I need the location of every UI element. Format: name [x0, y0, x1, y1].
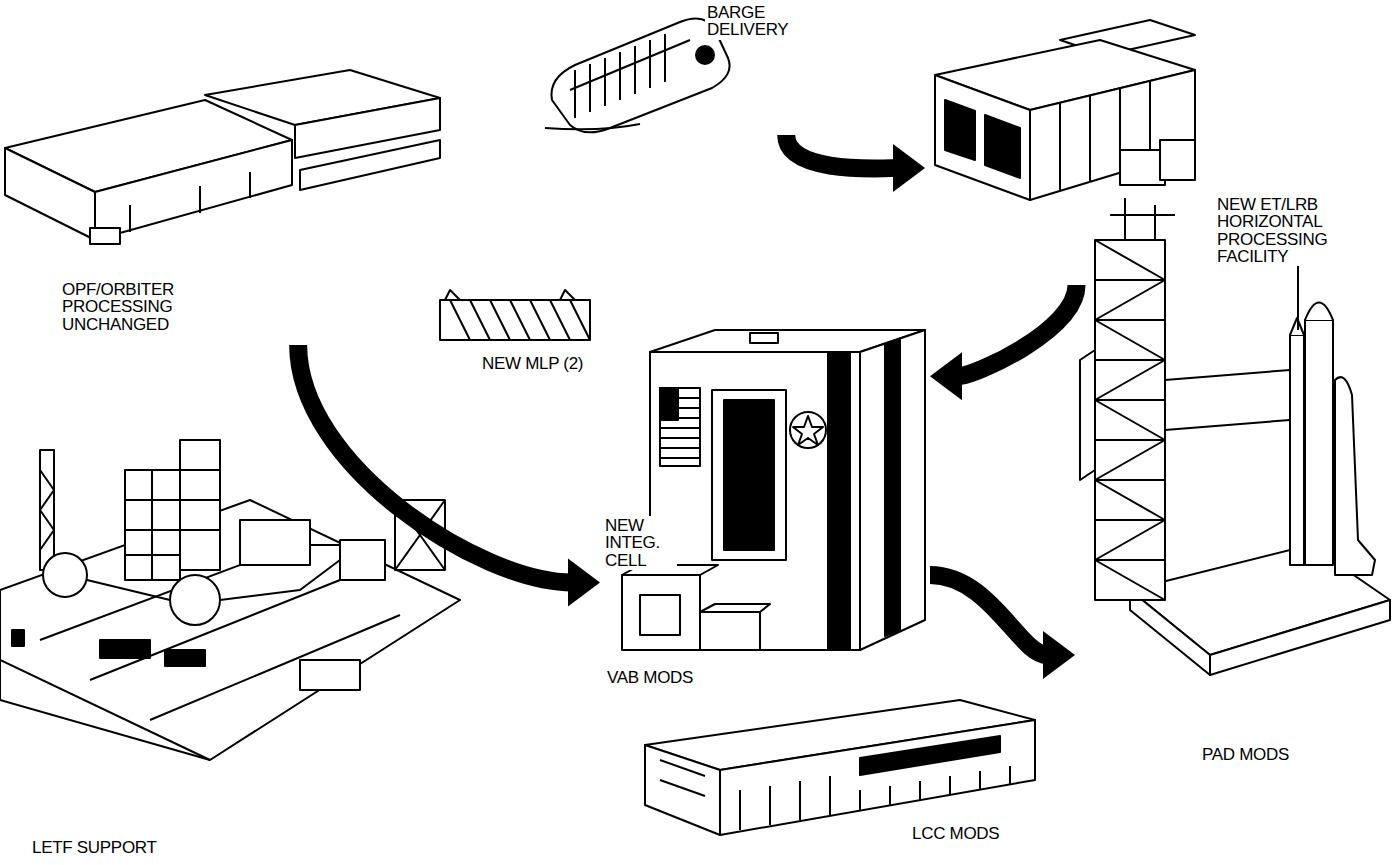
arrow-shaft: [958, 285, 1077, 376]
arrow-shaft: [930, 575, 1047, 655]
arrow-head: [1043, 631, 1075, 679]
facility-label: NEW MLP (2): [480, 354, 585, 373]
arrow-head: [568, 559, 600, 607]
flow-arrow: [930, 285, 1077, 400]
mobile-launch-platform: [440, 290, 590, 340]
facility-label: PAD MODS: [1200, 745, 1291, 764]
arrow-head: [930, 352, 962, 400]
facility-label: OPF/ORBITER PROCESSING UNCHANGED: [60, 280, 204, 334]
facility-label: LCC MODS: [910, 824, 1001, 843]
facility-node: LCC MODS: [640, 700, 1040, 855]
flow-arrow: [786, 135, 925, 192]
letf-site: [0, 440, 460, 760]
facility-label: VAB MODS: [605, 668, 695, 687]
facility-label: LETF SUPPORT: [30, 838, 159, 857]
launch-pad: [1080, 198, 1390, 675]
arrow-shaft: [298, 345, 572, 583]
facility-node: OPF/ORBITER PROCESSING UNCHANGED: [0, 75, 445, 345]
flow-arrow: [298, 345, 600, 607]
lcc-building: [645, 700, 1035, 835]
facility-node: BARGE DELIVERY: [545, 0, 813, 135]
vab-building: [622, 330, 925, 650]
facility-node: NEW MLP (2): [430, 285, 600, 385]
facility-label: NEW ET/LRB HORIZONTAL PROCESSING FACILIT…: [1215, 195, 1354, 266]
opf-building: [5, 70, 440, 244]
facility-node: PAD MODS: [1075, 195, 1390, 770]
arrow-shaft: [786, 135, 897, 168]
part-label: NEW INTEG. CELL: [603, 516, 677, 570]
facility-label: BARGE DELIVERY: [705, 3, 809, 40]
arrow-head: [893, 144, 925, 192]
facility-node: NEW ET/LRB HORIZONTAL PROCESSING FACILIT…: [925, 25, 1358, 285]
barge: [545, 18, 730, 132]
et-lrb-facility: [935, 20, 1195, 200]
facility-node: VAB MODS: [600, 320, 930, 695]
facility-node: LETF SUPPORT: [0, 440, 460, 865]
flow-arrow: [930, 575, 1075, 679]
